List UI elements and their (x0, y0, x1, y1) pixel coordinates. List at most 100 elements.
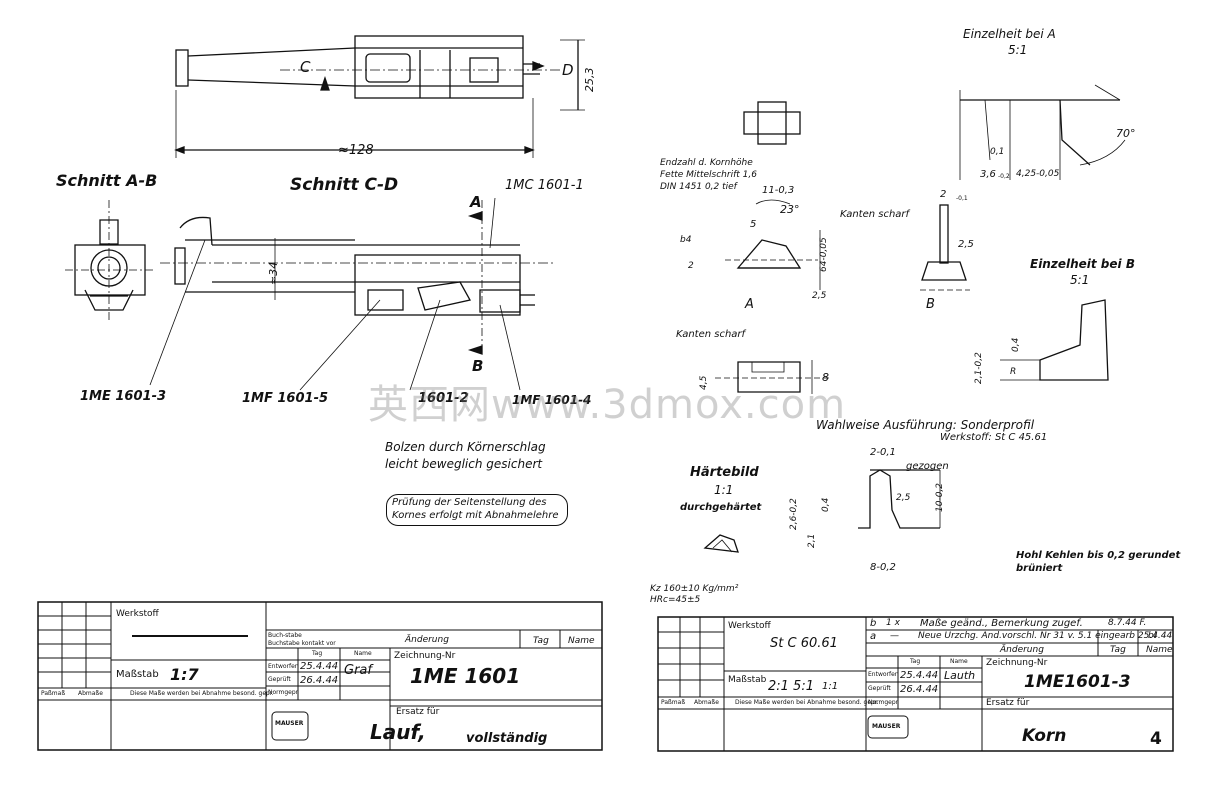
left-buchstabe: Buch-stabe (268, 632, 302, 639)
right-werkstoff-value: St C 60.61 (770, 636, 838, 651)
haertebild-dim-2-6: 2,6-0,2 (789, 498, 799, 530)
wahlweise-dim-8: 8-0,2 (870, 562, 896, 573)
section-mid-drawing (715, 360, 830, 394)
right-zeichnung-label: Zeichnung-Nr (986, 658, 1048, 668)
left-signature: Graf (344, 663, 372, 678)
detail-b-title: Einzelheit bei B (1030, 257, 1135, 271)
kanten-scharf-top: Kanten scharf (840, 209, 910, 220)
right-name-header: Name (950, 658, 968, 665)
section-ab-title: Schnitt A-B (56, 171, 158, 190)
left-geprueft-label: Geprüft (268, 676, 291, 683)
wahlweise-profile (858, 469, 941, 529)
hohl-note-line2: brüniert (1016, 563, 1063, 574)
dim-length-128: ≈128 (338, 143, 374, 158)
right-title-main: Korn (1022, 726, 1067, 746)
c-marker: C (300, 58, 311, 76)
rev-b-letter: b (870, 618, 877, 629)
rev-a-letter: a (870, 631, 877, 642)
section-ab-crosssection (65, 200, 155, 320)
wahlweise-gezogen: gezogen (906, 461, 949, 472)
note2-line2: Kornes erfolgt mit Abnahmelehre (392, 510, 559, 521)
korn-b-dim-2-5: 2,5 (958, 239, 974, 250)
right-geprueft-label: Geprüft (868, 685, 891, 692)
haertebild-subtitle: durchgehärtet (680, 502, 762, 513)
detail-b-d1: 2,1-0,2 (974, 352, 984, 384)
right-mauser-logo: MAUSER (872, 723, 901, 730)
watermark-text: 英西网www.3dmox.com (368, 382, 847, 428)
wahlweise-werkstoff: Werkstoff: St C 45.61 (940, 432, 1048, 443)
kanten-scharf-mid: Kanten scharf (676, 329, 746, 340)
left-dim-note: Diese Maße werden bei Abnahme besond. ge… (130, 690, 274, 697)
wahlweise-dim-2-5: 2,5 (896, 493, 911, 503)
right-ersatz-label: Ersatz für (986, 698, 1030, 708)
left-tag-header: Tag (312, 650, 323, 657)
detail-a-d2: 3,6 (980, 169, 996, 180)
haertebild-dim-0-4: 0,4 (821, 497, 831, 512)
wahlweise-dim-2: 2-0,1 (870, 447, 896, 458)
left-buchstabe-kontext: Buchstabe kontakt vor (268, 640, 336, 647)
right-drawing-number: 1ME1601-3 (1024, 672, 1131, 692)
left-abmasse: Abmaße (78, 690, 103, 697)
korn-a-dim-angle: 23° (780, 203, 800, 216)
rev-b-date: 8.7.44 F. (1108, 618, 1147, 628)
detail-a-scale: 5:1 (1008, 43, 1028, 57)
detail-b-d3: R (1010, 367, 1017, 377)
note1-line1: Bolzen durch Körnerschlag (385, 440, 546, 454)
korn-a-ref: A (745, 297, 754, 312)
detail-b-drawing (1000, 299, 1109, 381)
korn-a-dim-2-5: 2,5 (812, 291, 827, 301)
hardness-line2: HRc=45±5 (650, 595, 701, 605)
right-normgepr-label: Normgepr (868, 699, 899, 706)
left-title-sub: vollständig (466, 731, 548, 746)
haertebild-dim-2-1: 2,1 (807, 533, 817, 548)
detail-a-d2-tol: -0,2 (998, 173, 1010, 180)
haertebild-title: Härtebild (690, 465, 759, 480)
rev-b-text: Maße geänd., Bemerkung zugef. (920, 618, 1083, 629)
part-1mc-label: 1MC 1601-1 (505, 178, 584, 193)
detail-a-d3: 4,25-0,05 (1016, 169, 1060, 179)
d-marker: D (562, 61, 574, 79)
left-zeichnung-label: Zeichnung-Nr (394, 651, 456, 661)
right-title-block-lines (657, 616, 1174, 752)
right-tag-header: Tag (910, 658, 921, 665)
left-passmass: Paßmaß (41, 690, 66, 697)
b-marker: B (472, 357, 484, 375)
detail-a-d1: 0,1 (990, 147, 1005, 157)
right-signature: Lauth (944, 669, 976, 682)
korn-front-small (743, 101, 801, 145)
right-tag-col: Tag (1110, 645, 1126, 655)
left-entworfen-label: Entworfen (268, 663, 299, 670)
left-name-col: Name (568, 636, 595, 646)
right-massstab-value: 2:1 5:1 (768, 679, 814, 694)
rev-a-signature: bl (1148, 631, 1157, 641)
part-1mf5-label: 1MF 1601-5 (242, 391, 329, 406)
right-massstab-label: Maßstab (728, 675, 767, 685)
detail-a-drawing (959, 84, 1126, 180)
korn-a-dim-2: 2 (688, 261, 694, 271)
rev-a-dash: — (890, 631, 899, 641)
rev-a-text: Neue Urzchg. And.vorschl. Nr 31 v. 5.1 e… (918, 631, 1173, 641)
a-marker: A (470, 193, 482, 211)
detail-b-d2: 0,4 (1011, 337, 1021, 352)
left-name-header: Name (354, 650, 372, 657)
note1-line2: leicht beweglich gesichert (385, 457, 543, 471)
korn-note-line1: Endzahl d. Kornhöhe (660, 158, 753, 168)
korn-b-dim-2-tol: -0,1 (956, 195, 968, 202)
detail-a-title: Einzelheit bei A (963, 27, 1056, 41)
korn-b-profile (920, 204, 970, 291)
korn-b-ref: B (926, 297, 935, 312)
korn-a-profile (725, 199, 821, 290)
detail-a-angle: 70° (1116, 127, 1136, 140)
section-cd-longview (149, 197, 555, 391)
left-mauser-logo: MAUSER (275, 720, 304, 727)
note2-frame (386, 494, 568, 526)
haertebild-scale: 1:1 (714, 483, 734, 497)
right-massstab-value2: 1:1 (822, 681, 839, 692)
detail-b-scale: 5:1 (1070, 273, 1090, 287)
korn-a-dim-5: 5 (750, 219, 757, 230)
right-entworfen-date: 25.4.44 (900, 670, 939, 681)
left-normgepr-label: Normgepr (268, 689, 299, 696)
section-cd-title: Schnitt C-D (290, 175, 399, 195)
left-tag-col: Tag (533, 636, 549, 646)
